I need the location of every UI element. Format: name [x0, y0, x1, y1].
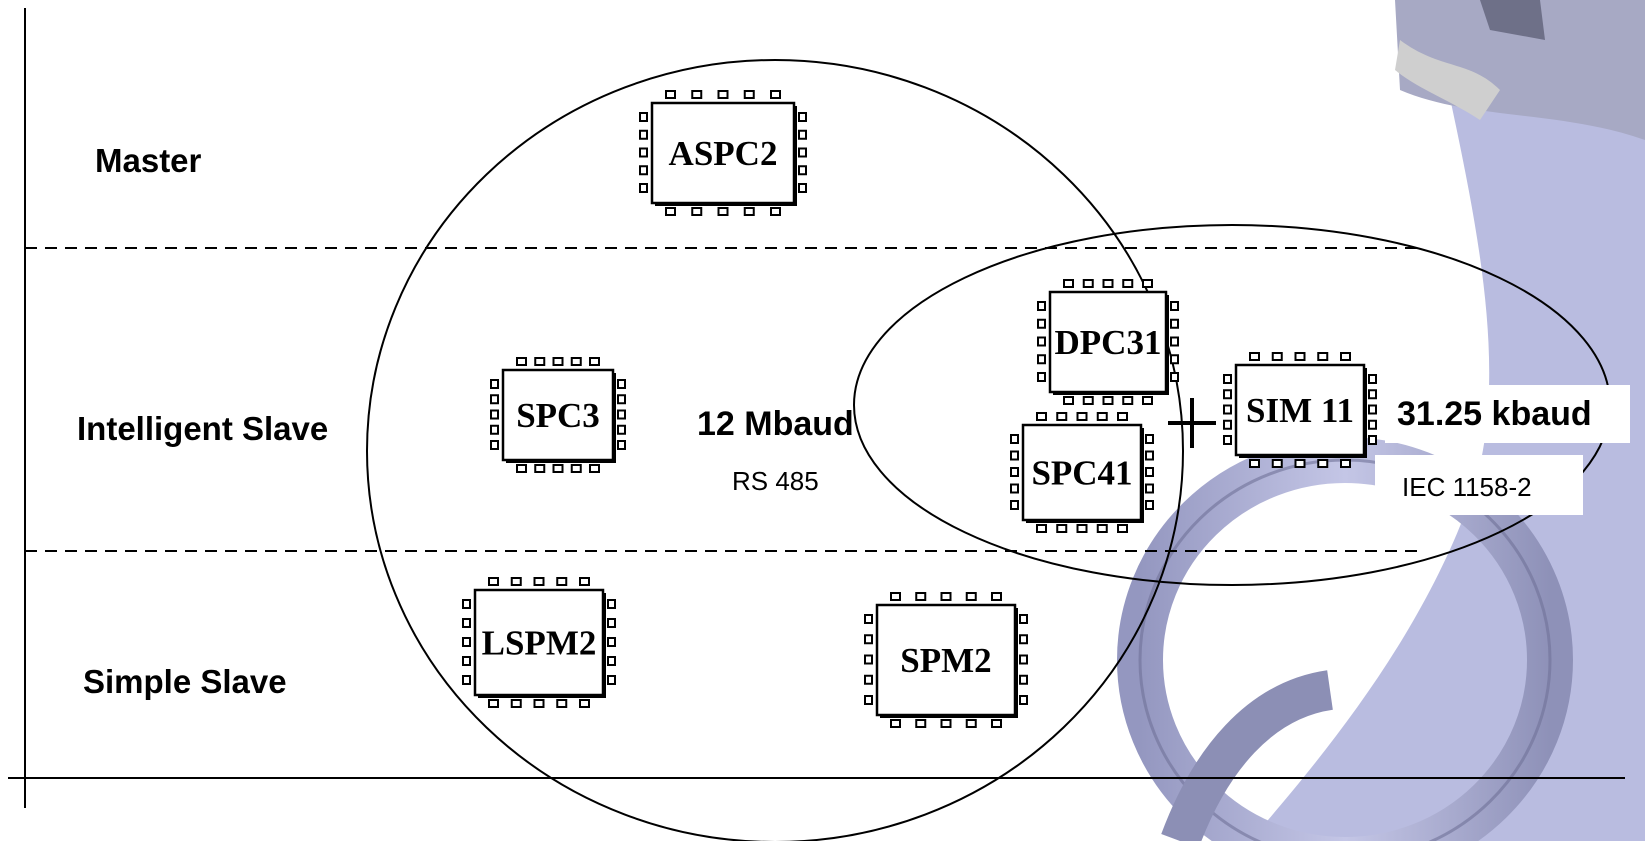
chip-label-dpc31: DPC31 [1055, 323, 1162, 362]
pa-speed-box [1385, 385, 1630, 443]
chip-label-lspm2: LSPM2 [482, 624, 597, 663]
chip-spm2: SPM2 [864, 592, 1028, 728]
chip-label-aspc2: ASPC2 [669, 134, 778, 173]
chip-spc3: SPC3 [490, 357, 626, 473]
pa-interface: IEC 1158-2 [1402, 472, 1532, 502]
label-simple-slave: Simple Slave [83, 663, 287, 700]
label-intelligent-slave: Intelligent Slave [77, 410, 329, 447]
dp-interface: RS 485 [732, 466, 819, 496]
pa-interface-box [1375, 455, 1583, 515]
chip-dpc31: DPC31 [1037, 279, 1179, 405]
chip-aspc2: ASPC2 [639, 90, 807, 216]
dp-ellipse [366, 59, 1184, 841]
pa-speed: 31.25 kbaud [1397, 395, 1592, 433]
chip-label-spc41: SPC41 [1031, 454, 1132, 493]
chip-label-spm2: SPM2 [900, 641, 991, 680]
chip-lspm2: LSPM2 [462, 577, 616, 708]
chip-label-spc3: SPC3 [516, 396, 600, 435]
dp-speed: 12 Mbaud [697, 405, 854, 443]
label-master: Master [95, 142, 202, 179]
chip-sim11: SIM 11 [1223, 352, 1377, 468]
chip-label-sim11: SIM 11 [1246, 391, 1354, 430]
chip-spc41: SPC41 [1010, 412, 1154, 533]
